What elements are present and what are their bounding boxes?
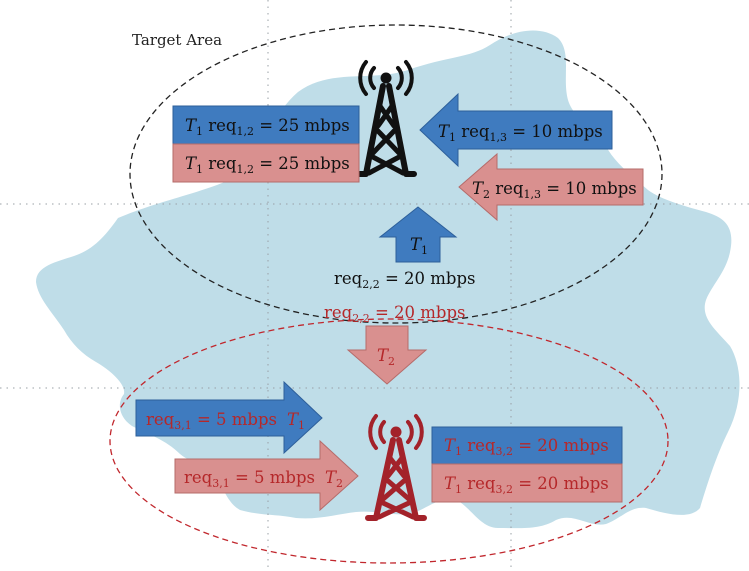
request-label: T1 req1,2 = 25 mbps (185, 154, 350, 176)
request-arrow-pink (458, 152, 644, 222)
arrow-label: T1 (410, 235, 428, 257)
request-label: T1 req3,2 = 20 mbps (444, 436, 609, 458)
request-label: req2,2 = 20 mbps (334, 269, 476, 291)
uplink-arrow-blue (378, 206, 458, 263)
cell-tower-icon (365, 414, 427, 521)
request-box-pink (431, 463, 623, 503)
request-label: req2,2 = 20 mbps (324, 303, 466, 325)
cell-tower-icon (355, 60, 417, 177)
request-box-blue (172, 105, 360, 145)
top-cell-boundary (129, 24, 663, 324)
request-label: T2 req1,3 = 10 mbps (472, 179, 637, 201)
request-arrow-blue (419, 92, 613, 168)
target-area-title: Target Area (132, 31, 222, 49)
request-box-pink (172, 143, 360, 183)
request-label: T1 req1,2 = 25 mbps (185, 116, 350, 138)
arrow-label: T2 (377, 346, 395, 368)
downlink-arrow-pink (346, 325, 428, 385)
request-arrow-blue (135, 380, 323, 455)
request-label: T1 req3,2 = 20 mbps (444, 474, 609, 496)
request-arrow-pink (174, 439, 359, 512)
request-box-blue (431, 426, 623, 465)
bottom-cell-boundary (109, 318, 669, 564)
request-label: T1 req1,3 = 10 mbps (438, 122, 603, 144)
